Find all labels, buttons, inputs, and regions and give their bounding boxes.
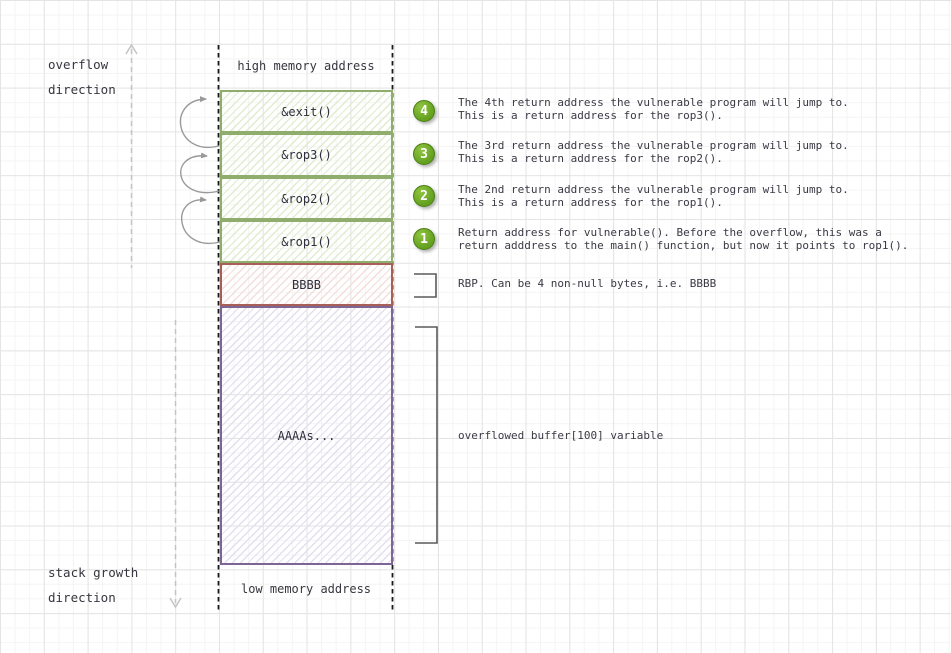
stack-cell-label: &rop2() xyxy=(281,191,332,206)
buffer-bracket xyxy=(415,326,438,544)
stack-cell-label: BBBB xyxy=(292,277,321,292)
rbp-bracket xyxy=(414,273,437,298)
stack-cell-label: &rop1() xyxy=(281,234,332,249)
stack-cell-rop2: &rop2() xyxy=(220,177,393,220)
arrow-rop1-to-rop2 xyxy=(181,196,221,245)
stack-cell-label: &exit() xyxy=(281,104,332,119)
note-number: 2 xyxy=(420,188,428,204)
note-text-4: The 4th return address the vulnerable pr… xyxy=(458,96,849,122)
stack-cell-rop1: &rop1() xyxy=(220,220,393,263)
rbp-note: RBP. Can be 4 non-null bytes, i.e. BBBB xyxy=(458,277,717,290)
note-badge-2: 2 xyxy=(413,185,435,207)
overflow-direction-up-arrowhead-icon xyxy=(125,43,138,55)
arrow-rop2-to-rop3 xyxy=(180,152,220,194)
note-text-2: The 2nd return address the vulnerable pr… xyxy=(458,183,849,209)
note-text-3: The 3rd return address the vulnerable pr… xyxy=(458,139,849,165)
high-memory-address-label: high memory address xyxy=(237,59,375,73)
stack-cell-buffer: AAAAs... xyxy=(220,306,393,565)
stack-cell-label: AAAAs... xyxy=(277,428,336,443)
low-memory-address-label: low memory address xyxy=(240,582,372,596)
stack-cell-rbp: BBBB xyxy=(220,263,393,306)
note-number: 1 xyxy=(420,231,428,247)
note-text-1: Return address for vulnerable(). Before … xyxy=(458,226,909,252)
stack-growth-direction-label: stack growth direction xyxy=(48,565,139,605)
note-number: 4 xyxy=(420,103,428,119)
note-number: 3 xyxy=(420,146,428,162)
overflow-direction-label: overflow direction xyxy=(48,57,116,97)
note-badge-1: 1 xyxy=(413,228,435,250)
stack-growth-down-arrowhead-icon xyxy=(169,597,182,609)
note-badge-3: 3 xyxy=(413,143,435,165)
note-badge-4: 4 xyxy=(413,100,435,122)
arrow-rop3-to-exit xyxy=(179,96,220,149)
stack-cell-label: &rop3() xyxy=(281,148,332,162)
stack-cell-rop3: &rop3() xyxy=(220,133,393,177)
buffer-note: overflowed buffer[100] variable xyxy=(458,429,664,442)
stack-cell-exit: &exit() xyxy=(220,90,393,133)
